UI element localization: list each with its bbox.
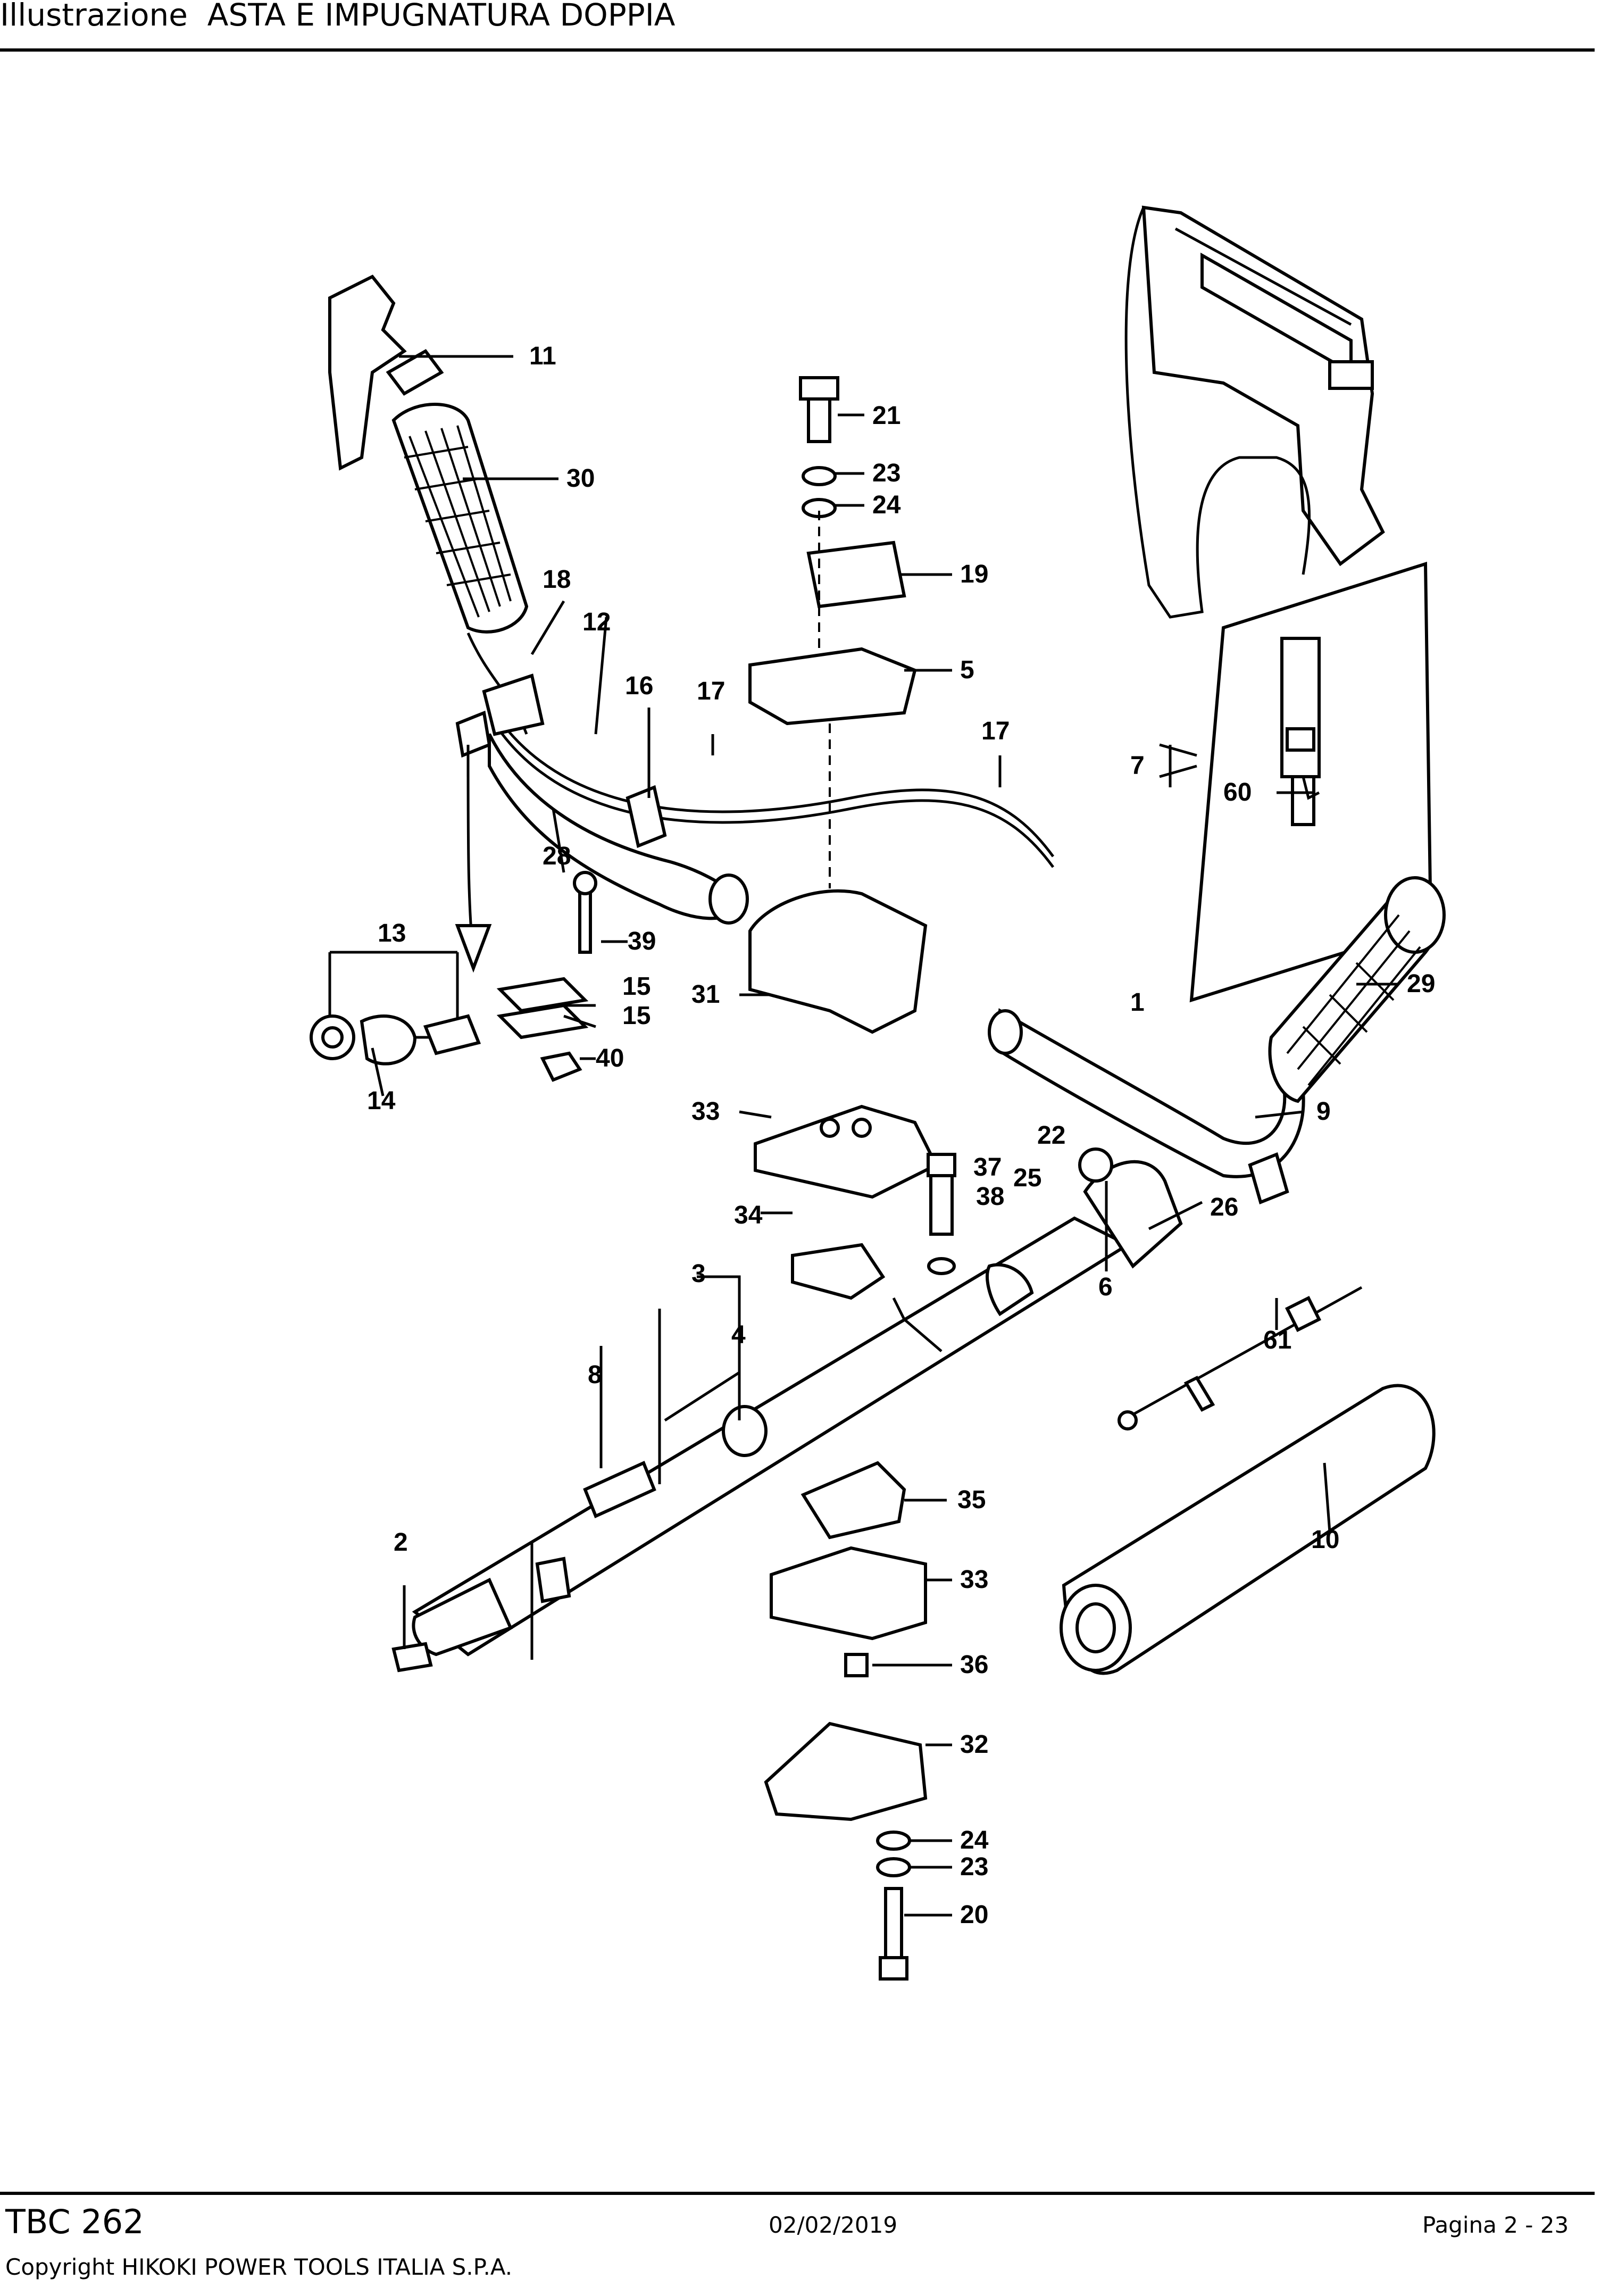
page-title: Illustrazione ASTA E IMPUGNATURA DOPPIA <box>0 0 676 33</box>
callout-2: 2 <box>394 1528 408 1557</box>
grip-texture <box>404 425 512 618</box>
exploded-parts-diagram: 11 30 21 23 24 19 5 18 12 16 17 17 7 60 … <box>310 205 1446 1981</box>
callout-6: 6 <box>1098 1273 1113 1301</box>
callout-15a: 15 <box>622 972 651 1001</box>
callout-19: 19 <box>960 560 988 588</box>
page-number: Pagina 2 - 23 <box>1422 2212 1569 2238</box>
callout-10: 10 <box>1311 1526 1339 1554</box>
callout-38: 38 <box>976 1183 1004 1211</box>
callout-12: 12 <box>582 608 611 636</box>
callout-7: 7 <box>1130 752 1145 780</box>
callout-1: 1 <box>1130 988 1145 1017</box>
lower-clamp-drawing <box>764 1461 928 1981</box>
callout-17b: 17 <box>981 717 1010 745</box>
callout-37: 37 <box>973 1153 1002 1182</box>
callout-39: 39 <box>628 927 656 955</box>
callout-31: 31 <box>691 980 720 1009</box>
callout-21: 21 <box>872 402 900 430</box>
header-divider <box>0 48 1595 52</box>
harness-drawing <box>1124 205 1433 1003</box>
callout-8: 8 <box>588 1361 602 1389</box>
callout-23: 23 <box>872 459 900 487</box>
callout-18: 18 <box>543 565 571 594</box>
grip-texture-2 <box>1286 914 1421 1086</box>
callout-4: 4 <box>731 1321 746 1349</box>
callout-22: 22 <box>1037 1121 1065 1150</box>
callout-35: 35 <box>957 1486 986 1514</box>
callout-5: 5 <box>960 656 974 684</box>
callout-15b: 15 <box>622 1002 651 1030</box>
model-name: TBC 262 <box>5 2202 144 2241</box>
callout-29: 29 <box>1407 970 1435 998</box>
callout-labels: 11 30 21 23 24 19 5 18 12 16 17 17 7 60 … <box>367 342 1435 1929</box>
callout-17a: 17 <box>697 677 725 705</box>
knob-assembly-drawing <box>310 744 597 1082</box>
callout-23b: 23 <box>960 1853 988 1881</box>
copyright: Copyright HIKOKI POWER TOOLS ITALIA S.P.… <box>5 2254 513 2280</box>
callout-33b: 33 <box>960 1566 988 1594</box>
throttle-handle-drawing <box>328 274 529 634</box>
callout-61: 61 <box>1263 1326 1291 1354</box>
cable-and-switch-drawing <box>455 632 1055 925</box>
callout-11: 11 <box>529 342 556 370</box>
footer-divider <box>0 2192 1595 2195</box>
leader-lines <box>371 355 1399 1917</box>
callout-24: 24 <box>872 491 901 519</box>
handle-bar-drawing <box>927 876 1446 1275</box>
shaft-drawing <box>391 1147 1436 1675</box>
callout-14: 14 <box>367 1087 396 1115</box>
callout-28: 28 <box>543 842 571 870</box>
callout-16: 16 <box>625 672 653 700</box>
callout-36: 36 <box>960 1651 988 1679</box>
callout-30: 30 <box>566 464 595 493</box>
callout-33a: 33 <box>691 1097 720 1126</box>
callout-60: 60 <box>1223 778 1252 806</box>
callout-32: 32 <box>960 1731 988 1759</box>
upper-clamp-drawing <box>748 376 939 1300</box>
callout-3: 3 <box>691 1260 706 1288</box>
callout-9: 9 <box>1316 1097 1331 1126</box>
callout-13: 13 <box>378 919 406 947</box>
callout-40: 40 <box>596 1044 624 1072</box>
footer-date: 02/02/2019 <box>769 2212 898 2238</box>
callout-25: 25 <box>1013 1164 1041 1192</box>
callout-20: 20 <box>960 1901 988 1929</box>
callout-26: 26 <box>1210 1193 1238 1221</box>
callout-34: 34 <box>734 1201 763 1229</box>
callout-24b: 24 <box>960 1826 989 1854</box>
